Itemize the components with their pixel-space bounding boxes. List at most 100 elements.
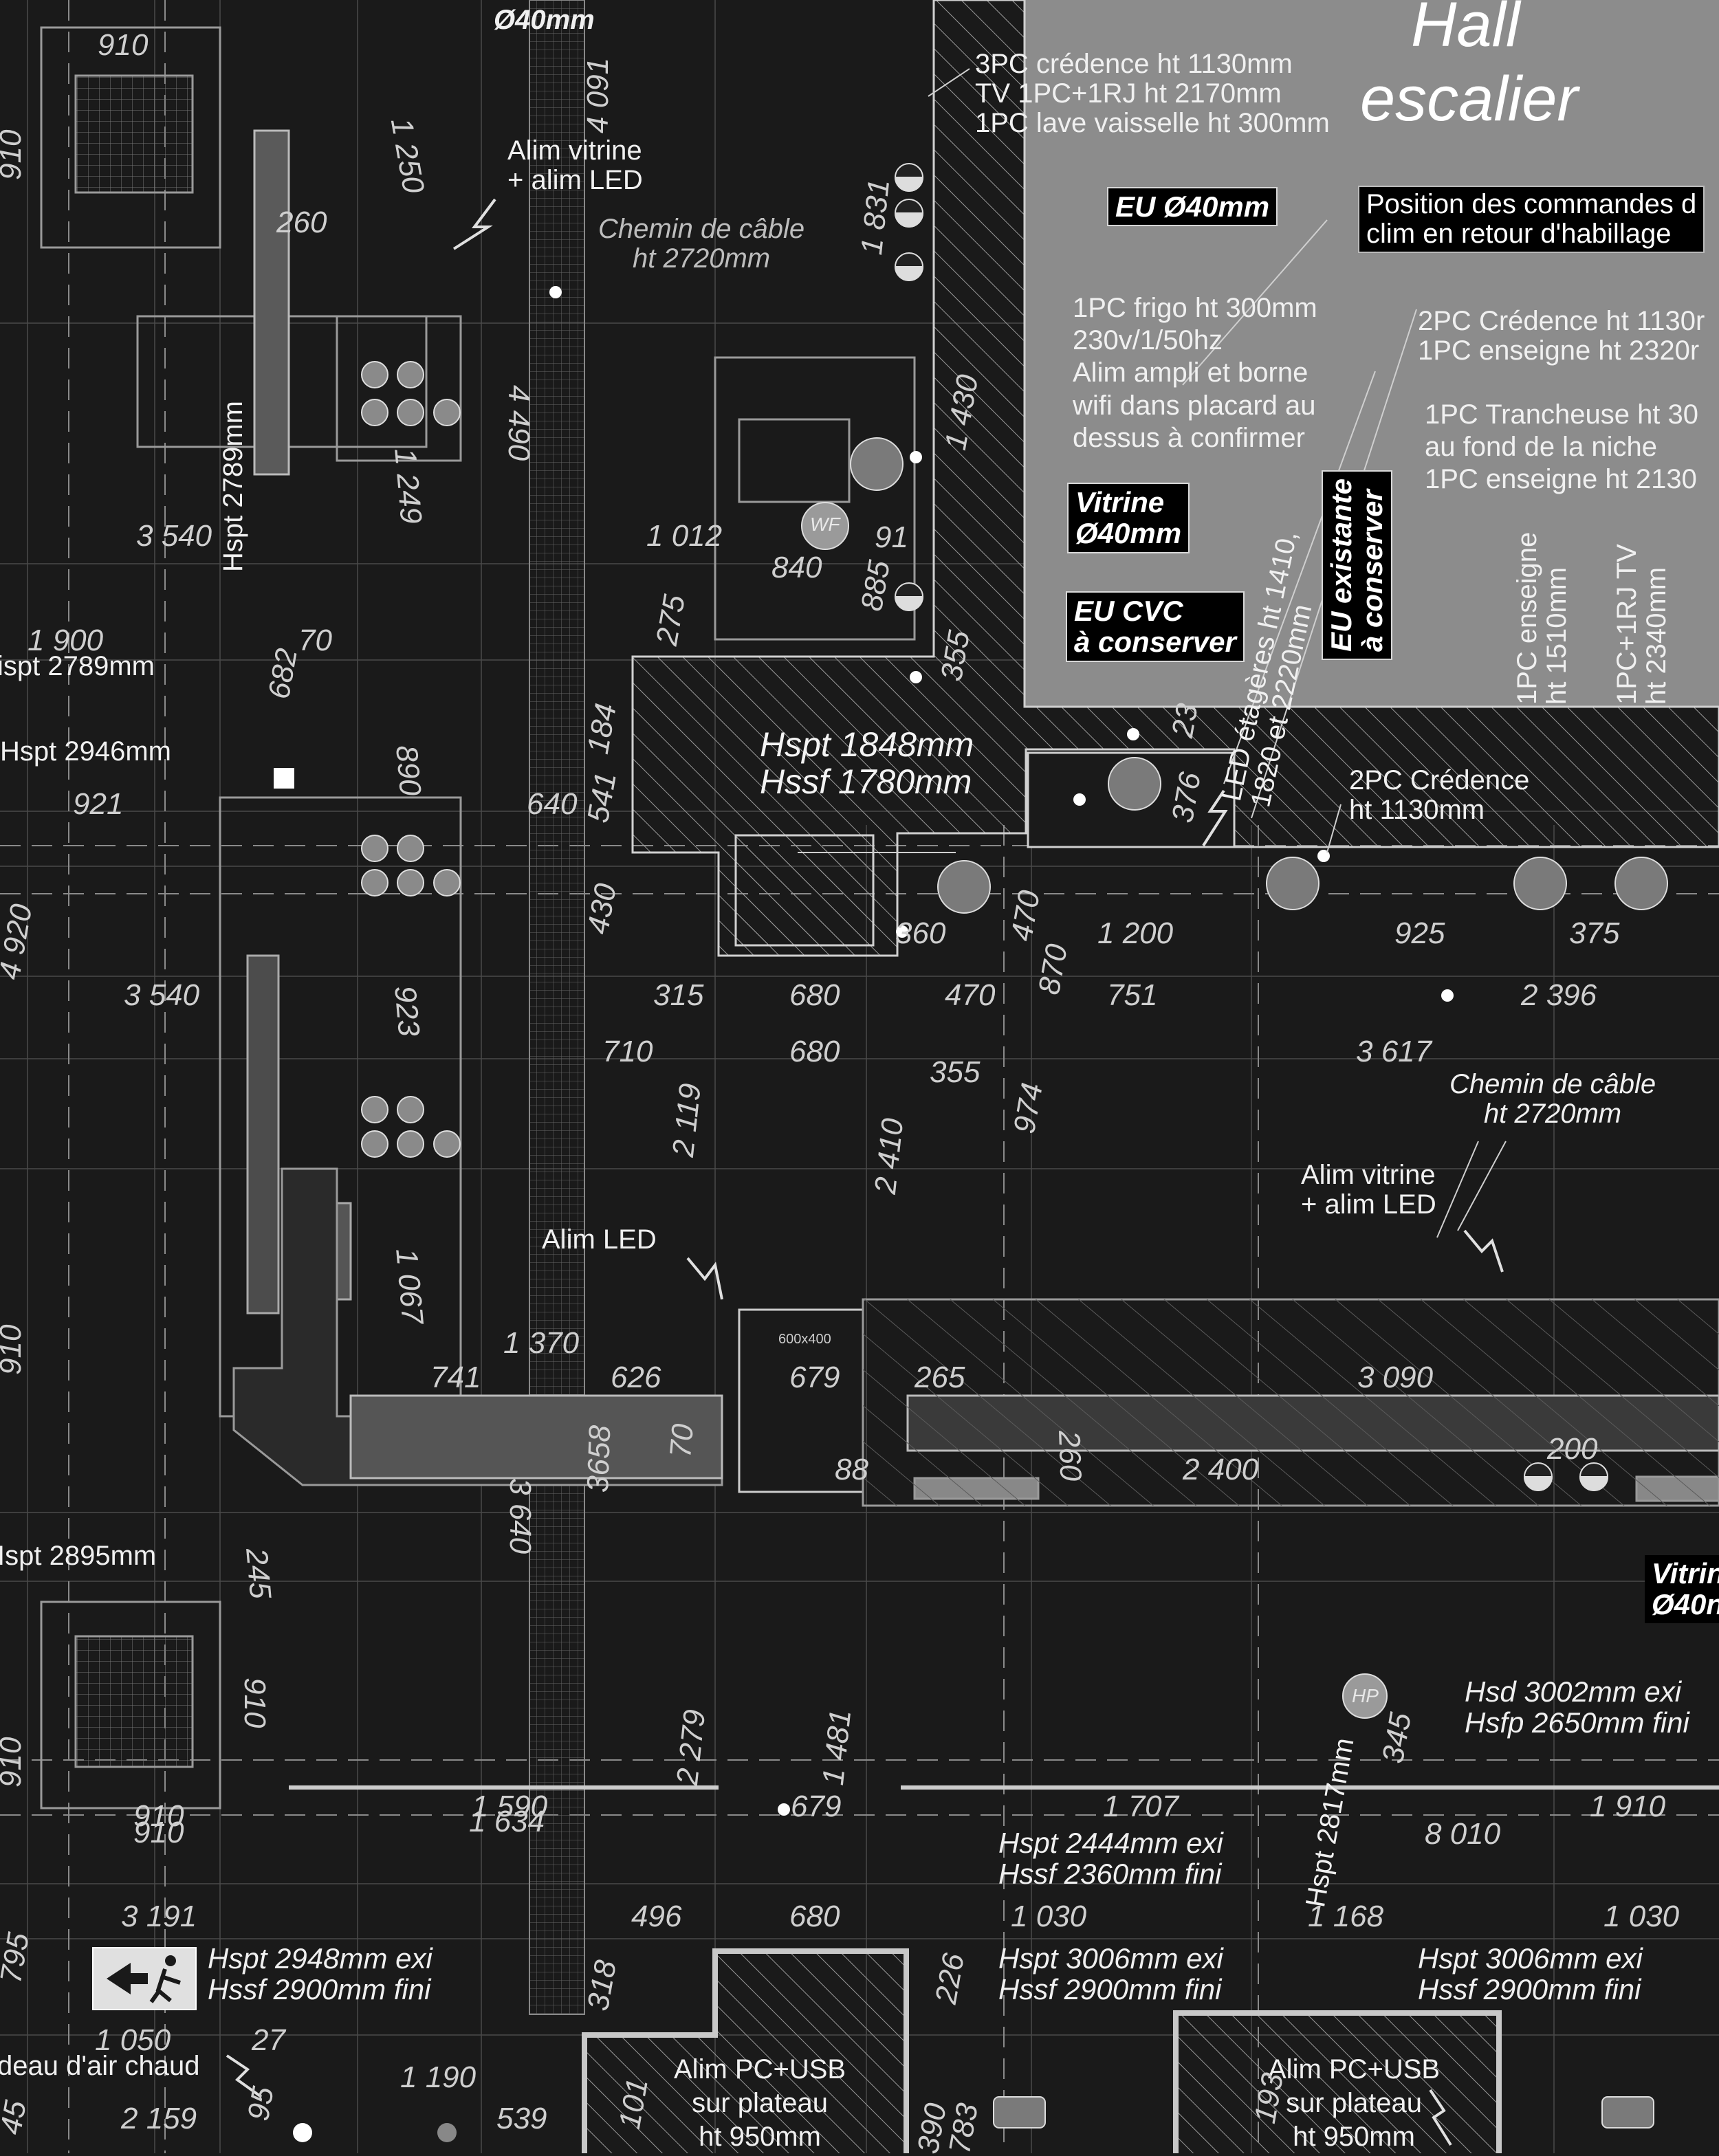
dim-70-b: 70 <box>664 1422 701 1460</box>
note-hspt-2789: ispt 2789mm <box>0 651 155 681</box>
note-eu-cvc: EU CVC à conserver <box>1066 591 1245 662</box>
dim-680-b: 680 <box>789 1035 840 1068</box>
dim-470: 470 <box>945 978 996 1012</box>
dim-1168: 1 168 <box>1308 1900 1384 1933</box>
dim-1200: 1 200 <box>1097 916 1174 950</box>
note-chemin-cable-mid: Chemin de câble ht 2720mm <box>1449 1069 1656 1130</box>
note-pc-credence: 3PC crédence ht 1130mm TV 1PC+1RJ ht 217… <box>975 49 1330 139</box>
dim-710: 710 <box>602 1035 653 1068</box>
outlet-symbols <box>894 163 1609 1491</box>
tag-600x400: 600x400 <box>778 1332 831 1347</box>
dim-260: 260 <box>276 206 327 239</box>
dim-680-a: 680 <box>789 978 840 1012</box>
dim-2396: 2 396 <box>1521 978 1597 1012</box>
dim-95: 95 <box>241 2084 281 2124</box>
dim-375: 375 <box>1569 916 1620 950</box>
note-rideau-air-chaud: deau d'air chaud <box>0 2051 200 2081</box>
dim-315: 315 <box>653 978 704 1012</box>
note-vitrine-40-right: Vitrin Ø40n <box>1645 1555 1719 1623</box>
dim-679-a: 679 <box>789 1361 840 1394</box>
dim-910-left: 910 <box>0 129 28 180</box>
note-pc-credence-2: 2PC Crédence ht 1130r 1PC enseigne ht 23… <box>1418 306 1705 366</box>
note-alim-vitrine-mid: Alim vitrine + alim LED <box>1301 1160 1436 1220</box>
dim-539: 539 <box>496 2102 547 2135</box>
dim-23: 23 <box>1165 701 1205 740</box>
note-hspt-2948: Hspt 2948mm exi Hssf 2900mm fini <box>208 1942 433 2006</box>
dim-245: 245 <box>239 1546 278 1600</box>
dim-3540-b: 3 540 <box>124 978 200 1012</box>
dim-1190: 1 190 <box>400 2060 477 2094</box>
dim-200: 200 <box>1547 1432 1598 1466</box>
note-pc-rj-tv: 1PC+1RJ TV ht 2340mm <box>1612 544 1672 705</box>
dim-2159: 2 159 <box>121 2102 197 2135</box>
emergency-exit-sign <box>92 1947 197 2010</box>
dim-265: 265 <box>915 1361 965 1394</box>
dim-1707: 1 707 <box>1103 1790 1179 1823</box>
dim-1900: 1 900 <box>28 624 104 657</box>
dim-1067: 1 067 <box>389 1246 430 1326</box>
dim-1910: 1 910 <box>1590 1790 1666 1823</box>
dim-496: 496 <box>631 1900 682 1933</box>
note-vitrine-40: Vitrine Ø40mm <box>1067 483 1190 553</box>
dim-1050: 1 050 <box>95 2023 171 2057</box>
note-hsd-3002: Hsd 3002mm exi Hsfp 2650mm fini <box>1465 1675 1689 1739</box>
dim-910-d: 910 <box>133 1799 184 1833</box>
note-hspt-2895: Ispt 2895mm <box>0 1541 157 1571</box>
dim-680-c: 680 <box>789 1900 840 1933</box>
dim-840: 840 <box>771 551 822 584</box>
dim-3640: 3 640 <box>503 1478 537 1554</box>
dim-910-top: 910 <box>98 28 149 62</box>
dim-91: 91 <box>875 520 908 554</box>
note-hspt-2789-vertical: Hspt 2789mm <box>218 401 248 572</box>
hp-tag: HP <box>1352 1685 1379 1706</box>
dim-1012: 1 012 <box>646 519 723 553</box>
dim-751: 751 <box>1107 978 1158 1012</box>
dim-4490: 4 490 <box>502 385 536 461</box>
dim-360: 360 <box>895 916 946 950</box>
note-credence-2pc-bottom: 2PC Crédence ht 1130mm <box>1349 765 1530 826</box>
note-o40-top: Ø40mm <box>494 5 595 35</box>
dim-921: 921 <box>73 787 124 821</box>
dim-3540-a: 3 540 <box>136 519 212 553</box>
note-chemin-cable-top: Chemin de câble ht 2720mm <box>598 214 805 274</box>
electrical-sockets <box>801 437 1668 2128</box>
dim-3658: 3658 <box>581 1424 617 1493</box>
note-pc-frigo: 1PC frigo ht 300mm 230v/1/50hz Alim ampl… <box>1073 293 1317 453</box>
note-hspt-2444: Hspt 2444mm exi Hssf 2360mm fini <box>998 1827 1223 1891</box>
kitchen-fixtures <box>40 26 1719 1810</box>
dim-640: 640 <box>527 787 578 821</box>
dim-45: 45 <box>0 2098 33 2137</box>
dim-1634: 1 634 <box>469 1805 545 1838</box>
dim-3090: 3 090 <box>1357 1361 1434 1394</box>
dim-741: 741 <box>430 1361 481 1394</box>
note-pc-trancheuse: 1PC Trancheuse ht 30 au fond de la niche… <box>1425 399 1699 495</box>
dim-679-b: 679 <box>791 1790 842 1823</box>
dim-88: 88 <box>835 1453 868 1486</box>
note-alim-vitrine-top: Alim vitrine + alim LED <box>507 135 643 196</box>
dim-8010: 8 010 <box>1425 1817 1501 1851</box>
note-position-commandes: Position des commandes d clim en retour … <box>1358 186 1705 254</box>
square-marker <box>274 768 294 789</box>
note-hspt-2946: Hspt 2946mm <box>0 736 171 767</box>
dim-910-c: 910 <box>0 1737 28 1788</box>
note-pc-enseigne-1510: 1PC enseigne ht 1510mm <box>1512 531 1573 705</box>
note-hspt-1848: Hspt 1848mm Hssf 1780mm <box>760 725 974 801</box>
note-hspt-3006-a: Hspt 3006mm exi Hssf 2900mm fini <box>998 1942 1223 2006</box>
dim-3191: 3 191 <box>121 1900 197 1933</box>
dim-2400: 2 400 <box>1183 1453 1259 1486</box>
dim-260-b: 260 <box>1052 1429 1088 1482</box>
note-alim-led: Alim LED <box>542 1224 657 1255</box>
wifi-tag: WF <box>810 514 840 535</box>
dim-3617: 3 617 <box>1356 1035 1432 1068</box>
dim-1249: 1 249 <box>388 446 428 525</box>
cooktop-burners <box>361 361 461 1158</box>
hall-title-line1: Hall <box>1411 0 1520 60</box>
dim-923: 923 <box>388 984 426 1038</box>
bottom-niches <box>582 1948 1502 2153</box>
dim-1030-a: 1 030 <box>1011 1900 1087 1933</box>
dim-910-b: 910 <box>238 1678 272 1728</box>
dim-910-f: 910 <box>0 1324 28 1375</box>
socket-markers <box>293 286 1454 2142</box>
